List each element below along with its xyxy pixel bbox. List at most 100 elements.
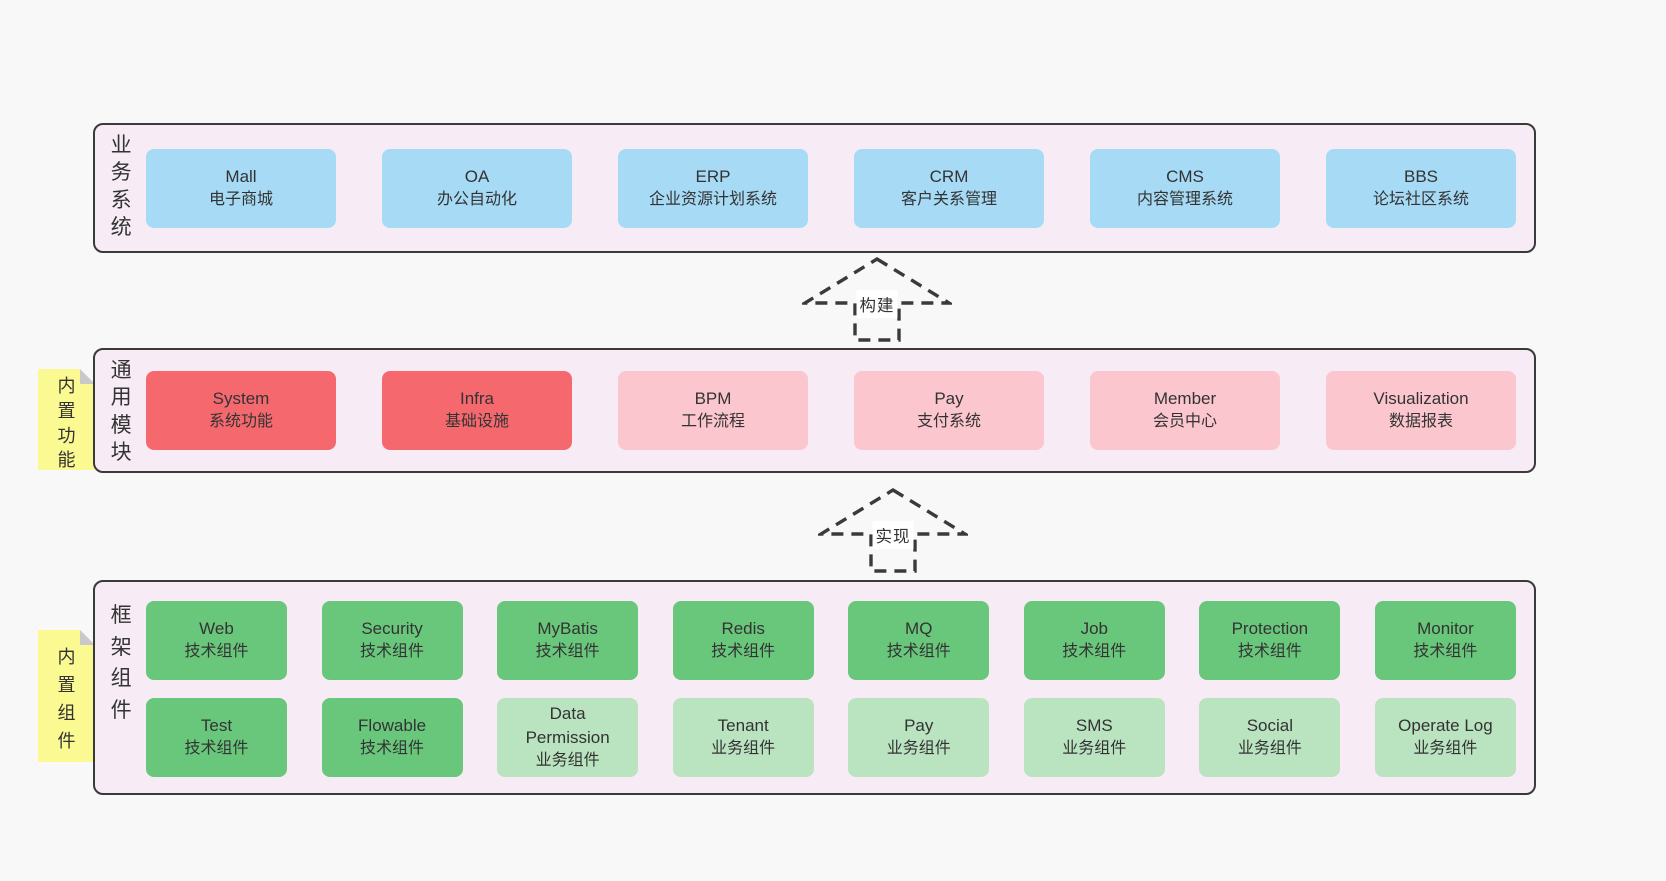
box-title: Web [199, 619, 234, 639]
band-business-systems: 业务系统 Mall 电子商城 OA 办公自动化 ERP 企业资源计划系统 CRM… [93, 123, 1536, 253]
box-title: SMS [1075, 716, 1113, 736]
box-title: Job [1080, 619, 1109, 639]
band-framework-components: 框架组件 Web 技术组件 Security 技术组件 MyBatis 技术组件… [93, 580, 1536, 795]
box-title: System [212, 389, 270, 409]
box-title: OA [464, 166, 490, 186]
box-subtitle: 论坛社区系统 [1372, 190, 1469, 208]
box-title: ERP [695, 166, 731, 186]
box-subtitle: 技术组件 [1413, 643, 1478, 661]
box-title: Monitor [1417, 619, 1474, 639]
box-subtitle: 技术组件 [886, 643, 951, 661]
box-member: Member 会员中心 [1090, 371, 1280, 450]
box-subtitle: 技术组件 [535, 643, 600, 661]
box-title: MyBatis [537, 619, 598, 639]
box-title: Operate Log [1398, 716, 1493, 736]
band-common-modules: 通用模块 System 系统功能 Infra 基础设施 BPM 工作流程 Pay… [93, 348, 1536, 473]
box-subtitle: 办公自动化 [436, 190, 517, 208]
box-subtitle: 技术组件 [360, 643, 425, 661]
box-mq: MQ 技术组件 [848, 601, 990, 680]
box-security: Security 技术组件 [321, 601, 463, 680]
components-row-1: Web 技术组件 Security 技术组件 MyBatis 技术组件 Redi… [146, 601, 1516, 680]
box-pay: Pay 支付系统 [854, 371, 1044, 450]
box-subtitle: 业务组件 [1237, 740, 1302, 758]
box-title: Data Permission [525, 704, 610, 748]
box-subtitle: 技术组件 [1237, 643, 1302, 661]
box-bpm: BPM 工作流程 [618, 371, 808, 450]
arrow-implement-label: 实现 [872, 521, 914, 550]
box-title: Visualization [1373, 389, 1469, 409]
box-crm: CRM 客户关系管理 [854, 148, 1044, 228]
box-flowable: Flowable 技术组件 [321, 698, 463, 777]
box-mall: Mall 电子商城 [146, 148, 336, 228]
box-title: Infra [459, 389, 495, 409]
arrow-build: 构建 [802, 256, 952, 342]
box-subtitle: 系统功能 [208, 413, 273, 431]
box-title: CMS [1166, 166, 1204, 186]
box-monitor: Monitor 技术组件 [1374, 601, 1516, 680]
sticky-label: 内置组件 [57, 647, 76, 751]
box-title: Mall [225, 166, 257, 186]
box-visualization: Visualization 数据报表 [1326, 371, 1516, 450]
box-tenant: Tenant 业务组件 [672, 698, 814, 777]
box-title: BPM [694, 389, 732, 409]
box-title: Security [361, 619, 423, 639]
box-web: Web 技术组件 [146, 601, 287, 680]
arrow-implement: 实现 [818, 487, 968, 573]
box-infra: Infra 基础设施 [382, 371, 572, 450]
box-data-permission: Data Permission 业务组件 [497, 698, 639, 777]
box-pay-biz: Pay 业务组件 [848, 698, 990, 777]
box-subtitle: 会员中心 [1152, 413, 1217, 431]
band-label: 通用模块 [110, 359, 132, 464]
box-subtitle: 基础设施 [444, 413, 509, 431]
box-subtitle: 技术组件 [360, 740, 425, 758]
box-oa: OA 办公自动化 [382, 148, 572, 228]
sticky-note-builtin-features: 内置功能 [38, 369, 95, 470]
box-subtitle: 技术组件 [184, 643, 249, 661]
box-title: Member [1153, 389, 1217, 409]
box-title: Redis [721, 619, 765, 639]
box-subtitle: 电子商城 [208, 190, 273, 208]
box-erp: ERP 企业资源计划系统 [618, 148, 808, 228]
box-subtitle: 业务组件 [535, 752, 600, 770]
box-subtitle: 客户关系管理 [900, 190, 997, 208]
box-title: Pay [934, 389, 964, 409]
box-subtitle: 业务组件 [711, 740, 776, 758]
box-subtitle: 支付系统 [916, 413, 981, 431]
arrow-build-label: 构建 [856, 290, 898, 319]
box-subtitle: 企业资源计划系统 [648, 190, 777, 208]
band-label: 框架组件 [110, 604, 132, 722]
box-title: CRM [929, 166, 969, 186]
sticky-label: 内置功能 [57, 375, 76, 471]
box-title: Flowable [358, 716, 427, 736]
box-bbs: BBS 论坛社区系统 [1326, 148, 1516, 228]
box-subtitle: 内容管理系统 [1136, 190, 1233, 208]
box-subtitle: 技术组件 [184, 740, 249, 758]
band-business-boxes: Mall 电子商城 OA 办公自动化 ERP 企业资源计划系统 CRM 客户关系… [146, 125, 1516, 251]
box-job: Job 技术组件 [1023, 601, 1165, 680]
box-subtitle: 业务组件 [1062, 740, 1127, 758]
sticky-note-builtin-components: 内置组件 [38, 630, 95, 762]
box-operate-log: Operate Log 业务组件 [1374, 698, 1516, 777]
box-title: Social [1246, 716, 1294, 736]
band-label: 业务系统 [110, 134, 132, 239]
box-subtitle: 业务组件 [886, 740, 951, 758]
box-subtitle: 业务组件 [1413, 740, 1478, 758]
box-social: Social 业务组件 [1199, 698, 1341, 777]
box-system: System 系统功能 [146, 371, 336, 450]
box-subtitle: 工作流程 [680, 413, 745, 431]
band-modules-boxes: System 系统功能 Infra 基础设施 BPM 工作流程 Pay 支付系统… [146, 350, 1516, 471]
box-sms: SMS 业务组件 [1023, 698, 1165, 777]
box-protection: Protection 技术组件 [1199, 601, 1341, 680]
box-title: Tenant [717, 716, 769, 736]
box-test: Test 技术组件 [146, 698, 287, 777]
box-title: Pay [904, 716, 934, 736]
box-subtitle: 技术组件 [1062, 643, 1127, 661]
box-title: Protection [1231, 619, 1309, 639]
box-title: MQ [905, 619, 933, 639]
box-mybatis: MyBatis 技术组件 [497, 601, 639, 680]
components-row-2: Test 技术组件 Flowable 技术组件 Data Permission … [146, 698, 1516, 777]
box-title: BBS [1403, 166, 1439, 186]
box-cms: CMS 内容管理系统 [1090, 148, 1280, 228]
box-redis: Redis 技术组件 [672, 601, 814, 680]
